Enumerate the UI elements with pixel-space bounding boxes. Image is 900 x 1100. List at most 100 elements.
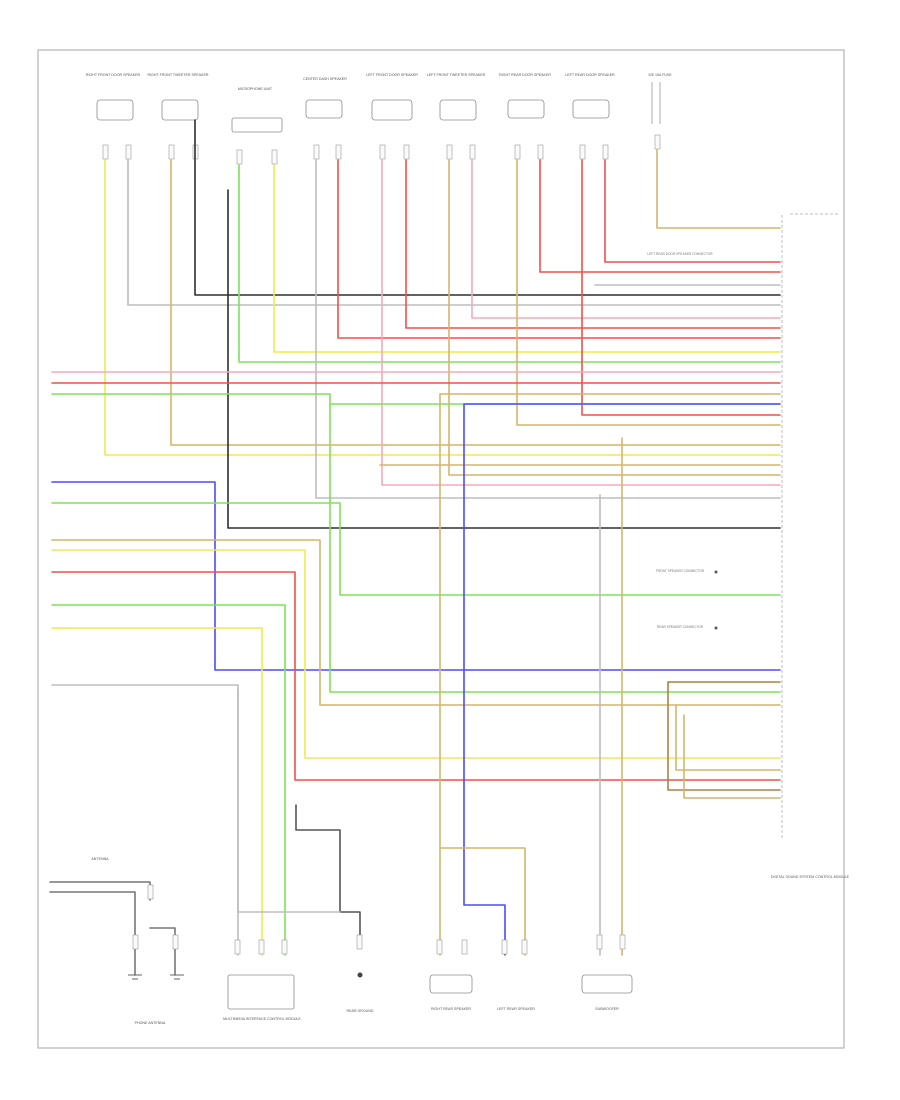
pin xyxy=(654,134,661,150)
label-subwoofer: SUBWOOFER xyxy=(595,1007,619,1011)
wire-antenna-3 xyxy=(149,927,176,976)
wire-tan xyxy=(656,149,781,229)
rr-door-speaker-body xyxy=(507,99,545,119)
label-lf-door-speaker: LEFT FRONT DOOR SPEAKER xyxy=(366,73,418,77)
pin xyxy=(403,144,410,160)
diagram-frame xyxy=(37,49,845,1049)
wire-red xyxy=(405,159,781,329)
pin xyxy=(521,939,528,955)
label-front-speaker-conn: FRONT SPEAKER CONNECTOR xyxy=(656,569,705,573)
wire-tan-loop-2 xyxy=(683,714,781,799)
label-antenna: ANTENNA xyxy=(91,857,109,861)
wire-tan-lower xyxy=(51,539,781,706)
pin xyxy=(147,884,154,900)
wire-gray xyxy=(127,159,781,306)
pin xyxy=(579,144,586,160)
conn-dot xyxy=(714,626,718,630)
mid-labels: LEFT REAR DOOR SPEAKER CONNECTOR FRONT S… xyxy=(647,252,718,630)
wire-green-feed xyxy=(51,393,781,405)
pin xyxy=(132,934,139,950)
top-component-labels: RIGHT FRONT DOOR SPEAKER RIGHT FRONT TWE… xyxy=(86,73,672,91)
pin xyxy=(335,144,342,160)
wire-tan xyxy=(448,159,781,476)
wire-black xyxy=(194,119,781,296)
wire-tan-rear-2 xyxy=(439,847,526,956)
label-mmi: MULTIMEDIA INTERFACE CONTROL MODULE xyxy=(223,1017,301,1021)
label-dsp-module: DIGITAL SOUND SYSTEM CONTROL MODULE xyxy=(771,875,850,879)
rr-speaker-body xyxy=(429,974,473,994)
wire-red xyxy=(581,159,781,416)
bottom-components: ANTENNA PHONE ANTENNA MULTIMEDIA INTERFA… xyxy=(91,857,633,1025)
pin xyxy=(102,144,109,160)
pin xyxy=(469,144,476,160)
label-lr-speaker: LEFT REAR SPEAKER xyxy=(497,1007,535,1011)
wire-black-mic xyxy=(227,189,781,529)
wire-green-692 xyxy=(329,403,781,693)
pin xyxy=(514,144,521,160)
wire-pink xyxy=(471,159,781,319)
rf-tweeter-body xyxy=(161,99,199,121)
pin xyxy=(461,939,468,955)
pin xyxy=(436,939,443,955)
wire-antenna-2 xyxy=(49,891,136,976)
wire-yellow-to-mmi xyxy=(51,627,263,956)
pin xyxy=(236,149,243,165)
label-rr-speaker: RIGHT REAR SPEAKER xyxy=(431,1007,471,1011)
label-rr-door-speaker: RIGHT REAR DOOR SPEAKER xyxy=(499,73,551,77)
subwoofer-body xyxy=(581,974,633,994)
label-lf-tweeter: LEFT FRONT TWEETER SPEAKER xyxy=(427,73,486,77)
pin xyxy=(501,939,508,955)
pin xyxy=(168,144,175,160)
wire-gray xyxy=(315,159,781,499)
top-components xyxy=(96,82,661,133)
control-module: DIGITAL SOUND SYSTEM CONTROL MODULE xyxy=(771,213,850,879)
wire-blue xyxy=(51,481,781,671)
wire-gray-ground xyxy=(237,689,341,913)
pin xyxy=(379,144,386,160)
pin xyxy=(125,144,132,160)
wire-yellow xyxy=(104,159,781,456)
wire-gray-to-mmi xyxy=(51,684,239,956)
pin xyxy=(619,934,626,950)
label-center-dash: CENTER DASH SPEAKER xyxy=(303,77,347,81)
label-phone-antenna: PHONE ANTENNA xyxy=(135,1021,166,1025)
pin xyxy=(313,144,320,160)
label-lr-door-speaker: LEFT REAR DOOR SPEAKER xyxy=(565,73,615,77)
wire-pink xyxy=(381,159,781,486)
pin xyxy=(258,939,265,955)
microphone-body xyxy=(231,117,283,133)
label-rear-speaker-conn: REAR SPEAKER CONNECTOR xyxy=(657,625,704,629)
wire-tan xyxy=(170,159,781,446)
pin xyxy=(271,149,278,165)
wire-brown-loop xyxy=(667,681,781,791)
wire-tan xyxy=(516,159,781,426)
wire-ground xyxy=(295,804,361,946)
wire-green xyxy=(238,164,781,363)
pin xyxy=(356,934,363,950)
ground-symbol xyxy=(128,974,184,980)
wire-yellow-lower xyxy=(51,549,781,759)
lf-door-speaker-body xyxy=(371,99,413,121)
wire-red xyxy=(604,159,781,263)
pin xyxy=(234,939,241,955)
label-lr-door-conn: LEFT REAR DOOR SPEAKER CONNECTOR xyxy=(647,252,713,256)
label-rear-ground: REAR GROUND xyxy=(347,1009,374,1013)
lf-tweeter-body xyxy=(439,99,477,121)
wire-yellow xyxy=(273,164,781,353)
lr-door-speaker-body xyxy=(572,99,610,119)
pin xyxy=(281,939,288,955)
pin xyxy=(596,934,603,950)
pin xyxy=(172,934,179,950)
ground-point xyxy=(357,972,363,978)
label-microphone: MICROPHONE UNIT xyxy=(238,87,273,91)
wire-red xyxy=(539,159,781,273)
wires xyxy=(49,119,781,976)
wire-tan-loop xyxy=(675,704,781,771)
conn-dot xyxy=(714,570,718,574)
rf-door-speaker-body xyxy=(96,99,134,121)
wire-red xyxy=(337,159,781,339)
mmi-body xyxy=(227,974,295,1010)
wire-green-to-mmi xyxy=(51,604,286,956)
wire-red-lower xyxy=(51,571,781,781)
label-fuse: S/E 15A FUSE xyxy=(648,73,672,77)
